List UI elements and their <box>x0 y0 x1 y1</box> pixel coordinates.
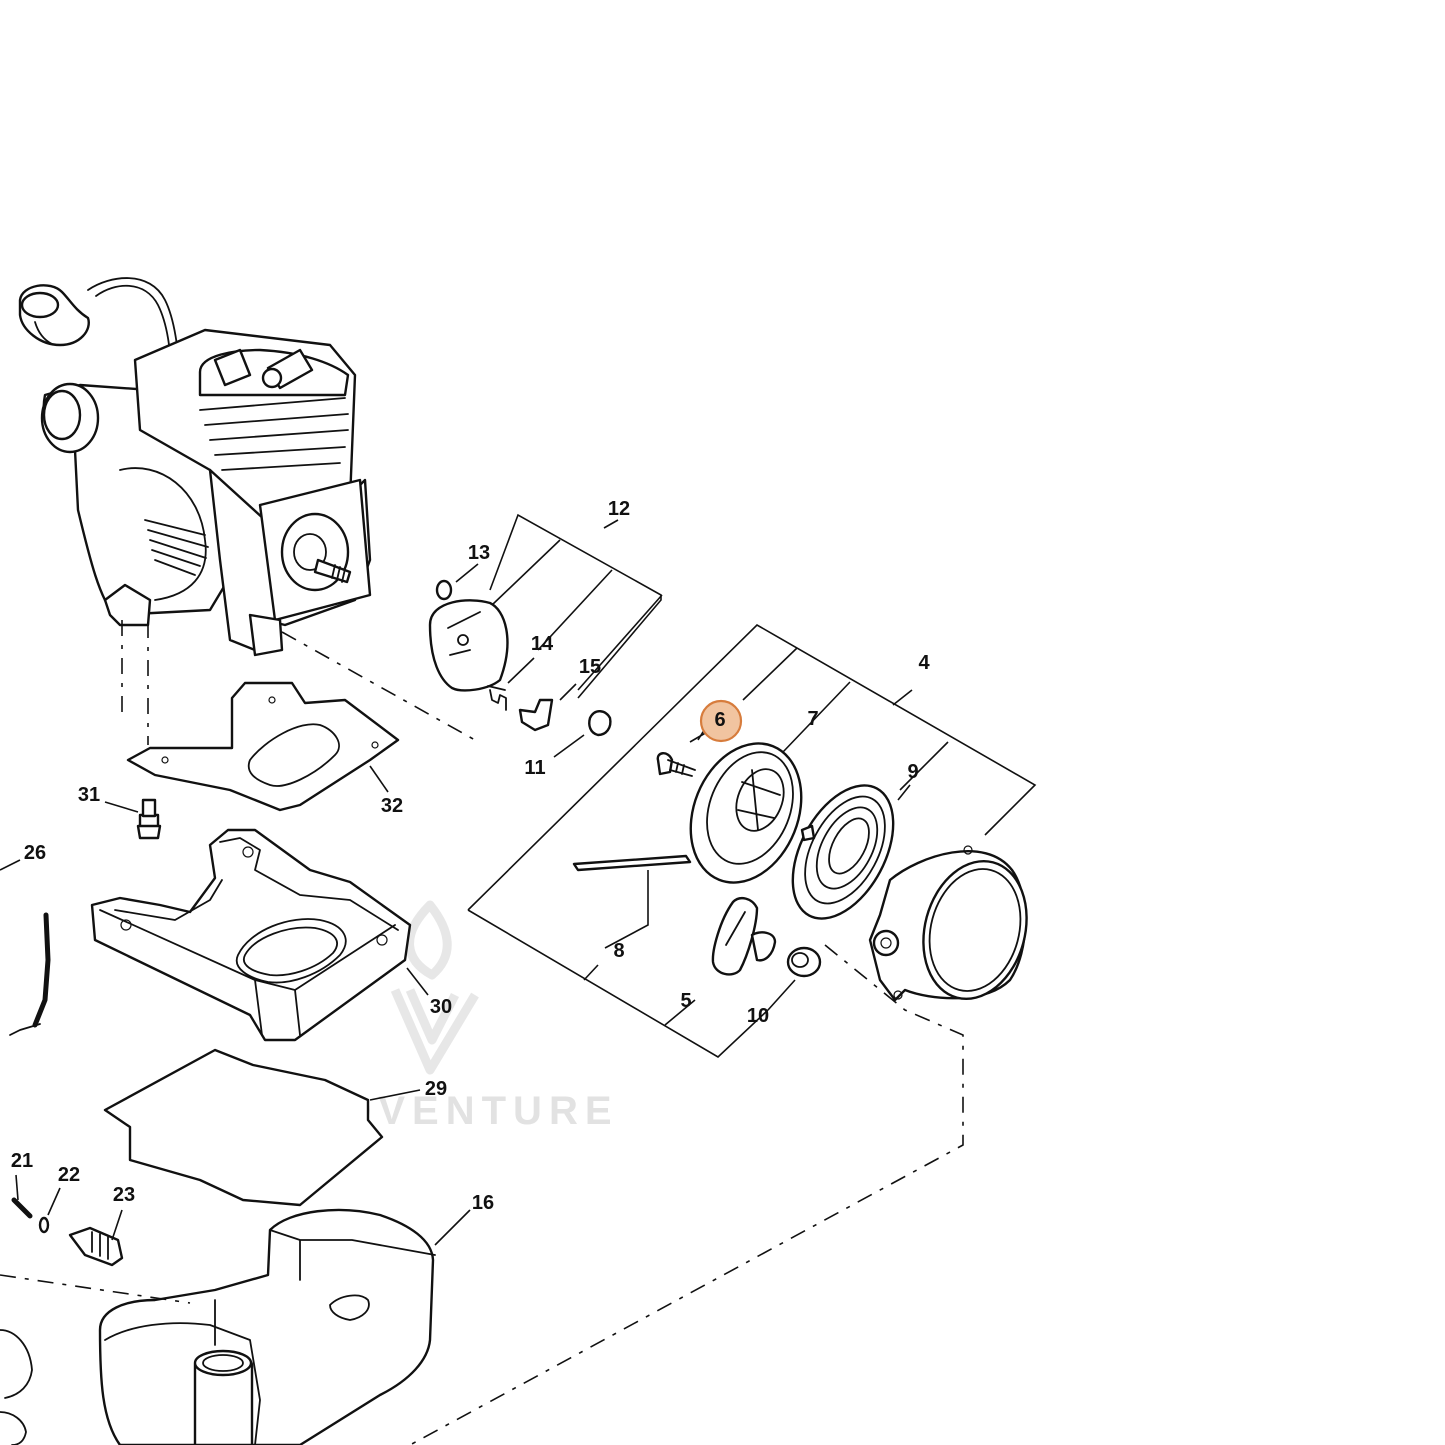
callout-23[interactable]: 23 <box>113 1184 135 1206</box>
base-plate-30 <box>90 828 412 1042</box>
rewind-starter-assembly <box>572 742 1028 1002</box>
callout-30[interactable]: 30 <box>430 996 452 1018</box>
leader-lines <box>0 513 1037 1246</box>
callout-10[interactable]: 10 <box>747 1005 769 1027</box>
engine-assembly <box>18 277 372 657</box>
callout-15[interactable]: 15 <box>579 656 601 678</box>
callout-26[interactable]: 26 <box>24 842 46 864</box>
callout-32[interactable]: 32 <box>381 795 403 817</box>
callout-16[interactable]: 16 <box>472 1192 494 1214</box>
callout-14[interactable]: 14 <box>531 633 554 655</box>
callout-5[interactable]: 5 <box>680 990 691 1012</box>
highlight-marker <box>699 699 743 743</box>
callout-4[interactable]: 4 <box>918 652 930 674</box>
callout-29[interactable]: 29 <box>425 1078 447 1100</box>
callout-9[interactable]: 9 <box>907 761 918 783</box>
gasket-29 <box>103 1048 384 1207</box>
watermark-logo-icon <box>390 900 479 1075</box>
screw-31 <box>136 798 162 840</box>
pawl-assembly-12 <box>428 579 612 737</box>
callout-31[interactable]: 31 <box>78 784 100 806</box>
gasket-32 <box>126 681 400 812</box>
callout-8[interactable]: 8 <box>613 940 624 962</box>
callout-21[interactable]: 21 <box>11 1150 33 1172</box>
callout-22[interactable]: 22 <box>58 1164 80 1186</box>
callout-7[interactable]: 7 <box>807 708 818 730</box>
callout-6[interactable]: 6 <box>714 709 725 731</box>
dashed-reference-lines <box>121 620 964 1445</box>
fuel-hose-parts <box>0 912 191 1445</box>
callout-13[interactable]: 13 <box>468 542 490 564</box>
fuel-tank-16 <box>98 1208 436 1445</box>
callout-labels: 6 4 7 9 8 5 10 12 13 14 15 11 31 32 26 3… <box>11 498 931 1214</box>
callout-11[interactable]: 11 <box>524 757 545 779</box>
callout-12[interactable]: 12 <box>608 498 630 520</box>
